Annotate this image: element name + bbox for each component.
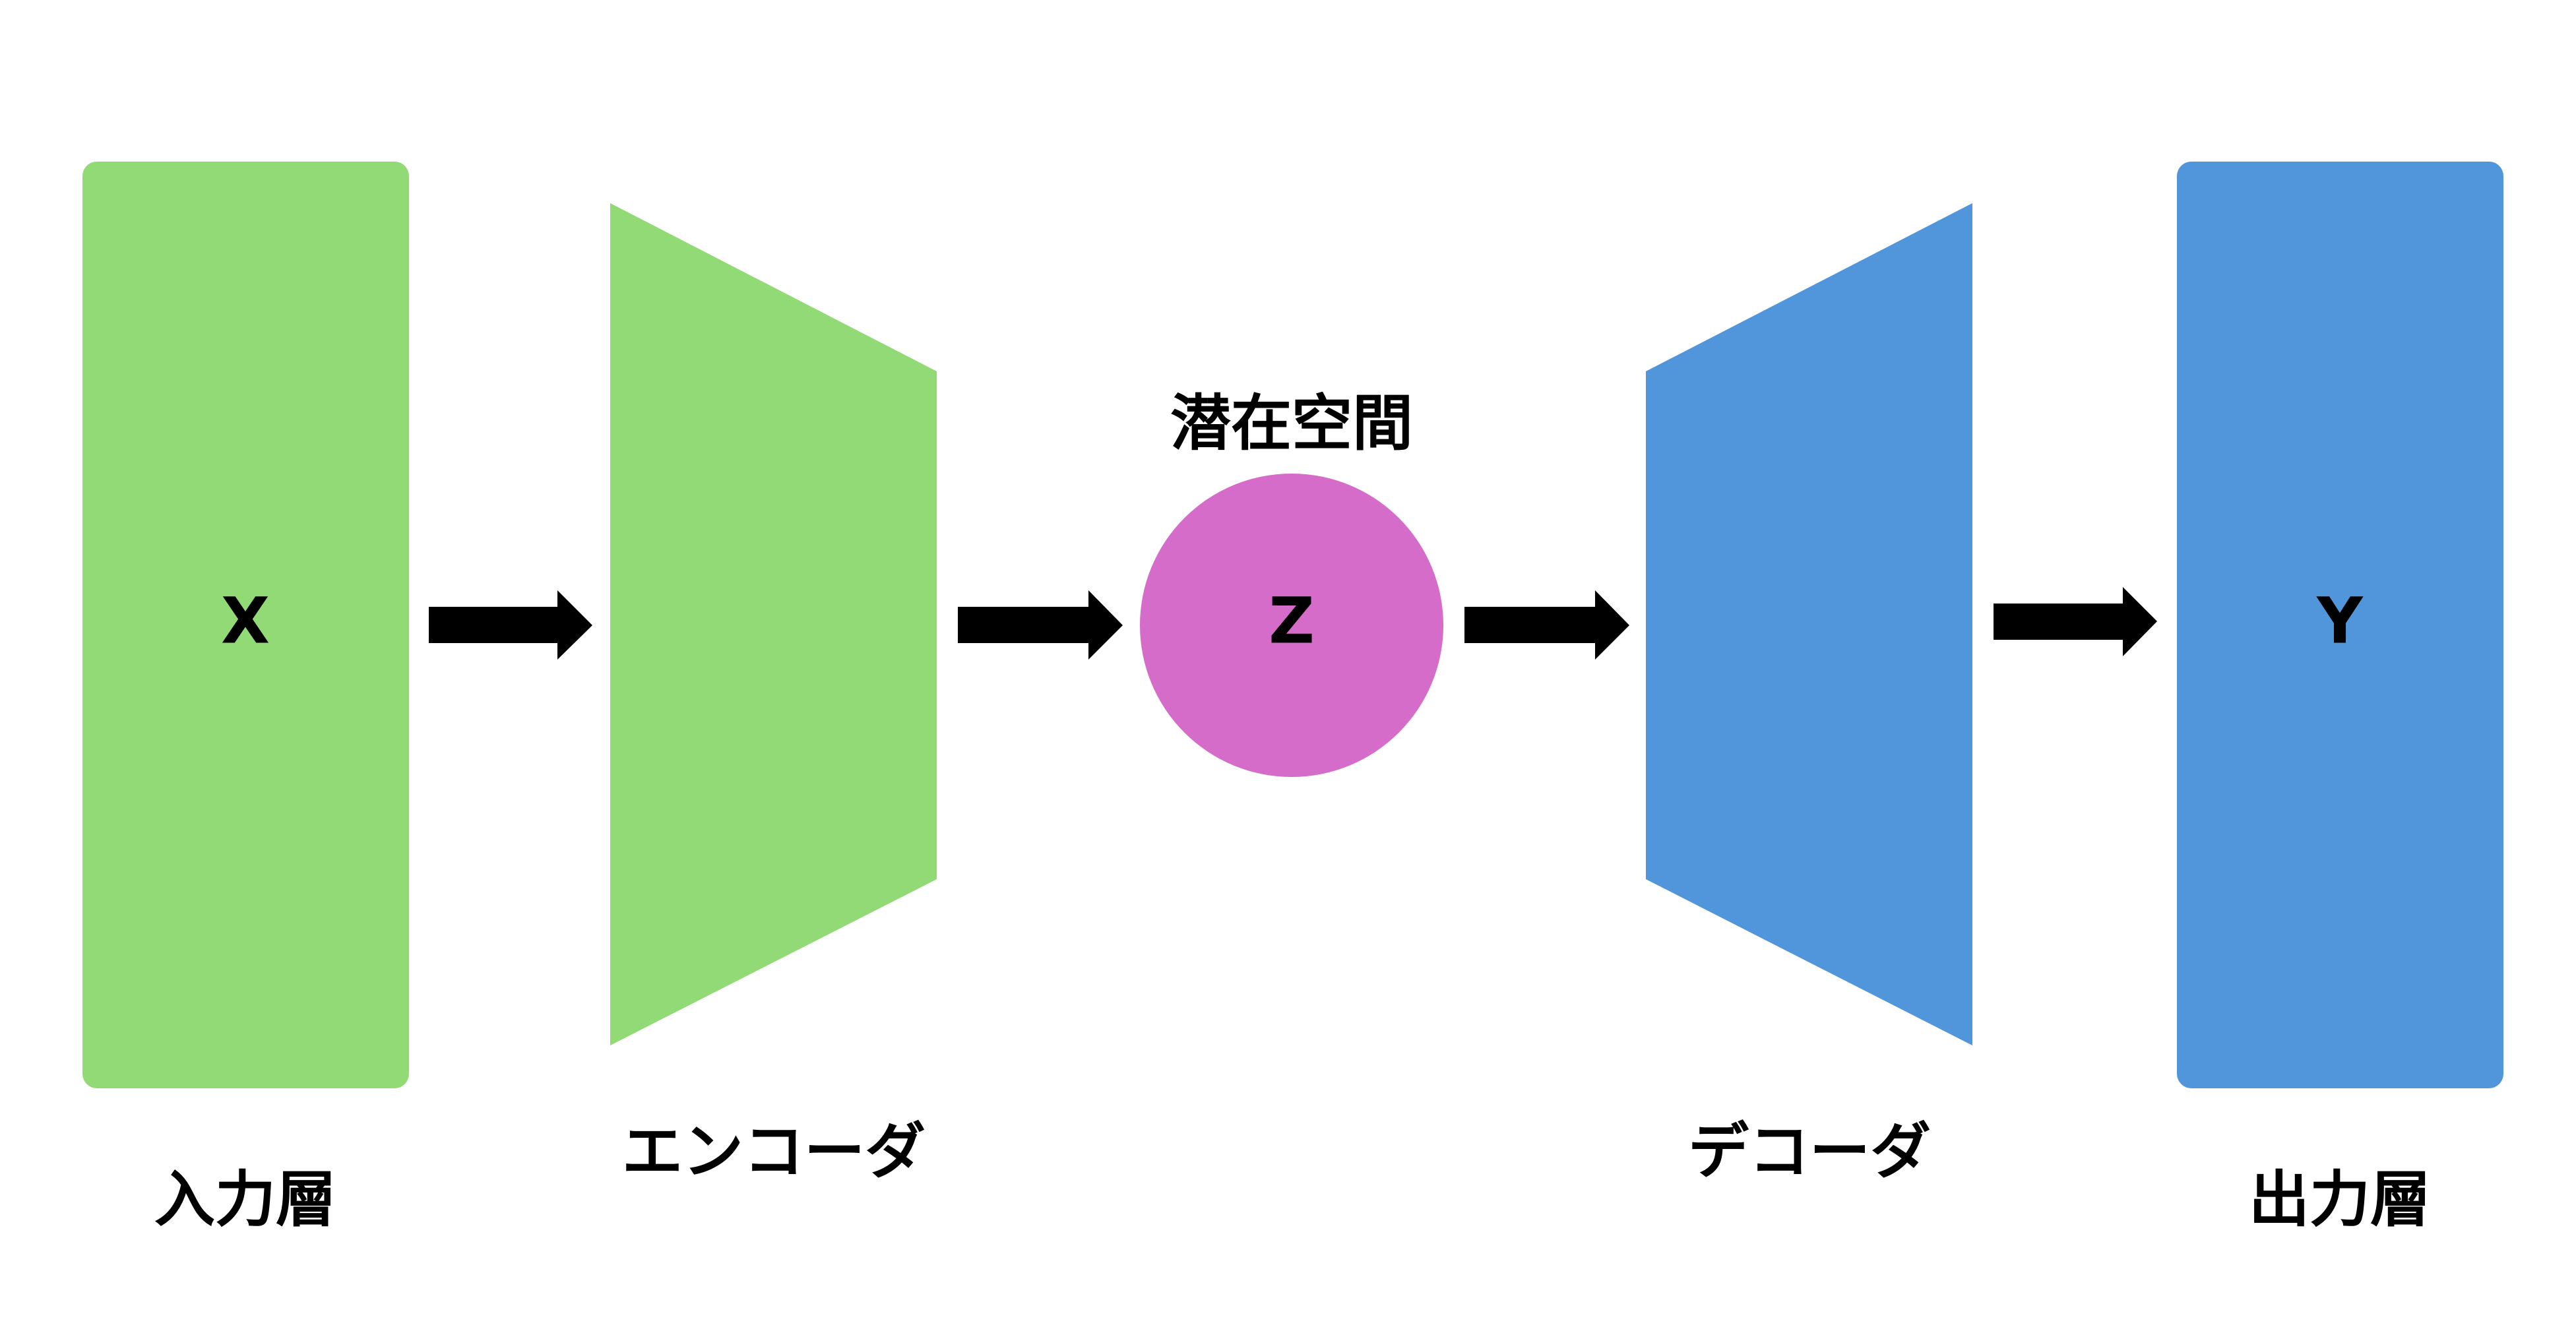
output-symbol: Y	[2316, 584, 2364, 658]
arrow-latent-to-decoder	[1464, 590, 1629, 660]
input-layer-label: 入力層	[154, 1164, 336, 1235]
latent-symbol: Z	[1269, 584, 1315, 658]
encoder-block	[610, 203, 937, 1045]
output-layer-box	[2177, 162, 2503, 1088]
decoder-label: デコーダ	[1688, 1116, 1931, 1187]
input-symbol: X	[221, 584, 270, 658]
arrow-decoder-to-output	[1994, 587, 2157, 656]
latent-space-label: 潜在空間	[1170, 388, 1413, 458]
decoder-block	[1646, 203, 1972, 1045]
output-layer-label: 出力層	[2249, 1164, 2431, 1235]
arrow-encoder-to-latent	[958, 590, 1123, 660]
encoder-label: エンコーダ	[622, 1116, 926, 1187]
input-layer-box	[82, 162, 409, 1088]
latent-node	[1140, 474, 1443, 777]
arrow-input-to-encoder	[429, 590, 592, 660]
